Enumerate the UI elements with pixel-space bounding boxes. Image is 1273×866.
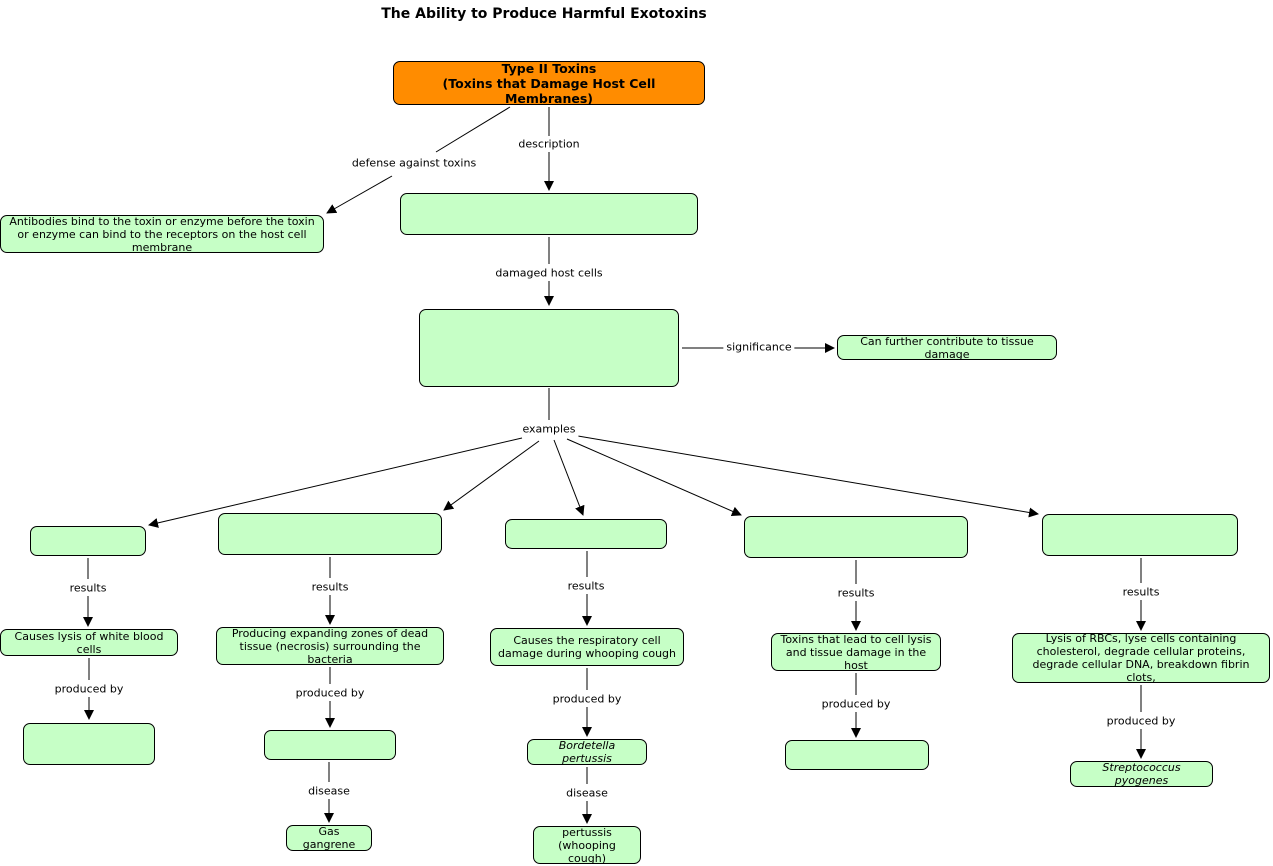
link-label-damaged: damaged host cells	[492, 265, 606, 281]
link-label-results-2: results	[308, 579, 352, 595]
link-label-produced-by-5: produced by	[1103, 713, 1179, 729]
link-label-results-1: results	[66, 580, 110, 596]
result-node-4[interactable]: Toxins that lead to cell lysis and tissu…	[771, 633, 941, 672]
organism-node-4[interactable]	[785, 740, 929, 770]
result-node-2[interactable]: Producing expanding zones of dead tissue…	[216, 627, 444, 666]
result-node-3[interactable]: Causes the respiratory cell damage durin…	[490, 628, 684, 666]
organism-node-1[interactable]	[23, 723, 155, 765]
link-label-produced-by-3: produced by	[549, 691, 625, 707]
link-label-produced-by-2: produced by	[292, 685, 368, 701]
result-node-5[interactable]: Lysis of RBCs, lyse cells containing cho…	[1012, 632, 1270, 684]
link-label-results-4: results	[834, 585, 878, 601]
tissue-damage-node[interactable]: Can further contribute to tissue damage	[837, 335, 1057, 361]
link-label-significance: significance	[723, 339, 795, 355]
example-node-5[interactable]	[1042, 514, 1238, 556]
organism-node-5[interactable]: Streptococcus pyogenes	[1070, 761, 1213, 787]
example-node-2[interactable]	[218, 513, 442, 555]
example-node-1[interactable]	[30, 526, 146, 556]
description-node[interactable]	[400, 193, 698, 235]
link-label-description: description	[515, 136, 583, 152]
link-label-examples: examples	[519, 421, 579, 437]
link-label-defense: defense against toxins	[348, 155, 480, 171]
disease-node-2[interactable]: Gas gangrene	[286, 825, 372, 851]
example-node-4[interactable]	[744, 516, 968, 558]
diagram-title: The Ability to Produce Harmful Exotoxins	[381, 6, 707, 22]
link-label-disease-3: disease	[563, 785, 611, 801]
organism-node-2[interactable]	[264, 730, 396, 760]
result-node-1[interactable]: Causes lysis of white blood cells	[0, 629, 178, 656]
link-label-disease-2: disease	[305, 783, 353, 799]
example-node-3[interactable]	[505, 519, 667, 549]
root-node[interactable]: Type II Toxins (Toxins that Damage Host …	[393, 61, 705, 106]
organism-node-3[interactable]: Bordetella pertussis	[527, 739, 647, 765]
link-label-produced-by-4: produced by	[818, 696, 894, 712]
link-label-results-3: results	[564, 578, 608, 594]
link-label-results-5: results	[1119, 584, 1163, 600]
disease-node-3[interactable]: pertussis (whooping cough)	[533, 826, 641, 865]
damaged-host-cells-node[interactable]	[419, 309, 679, 387]
antibodies-node[interactable]: Antibodies bind to the toxin or enzyme b…	[0, 215, 324, 254]
link-label-produced-by-1: produced by	[51, 681, 127, 697]
